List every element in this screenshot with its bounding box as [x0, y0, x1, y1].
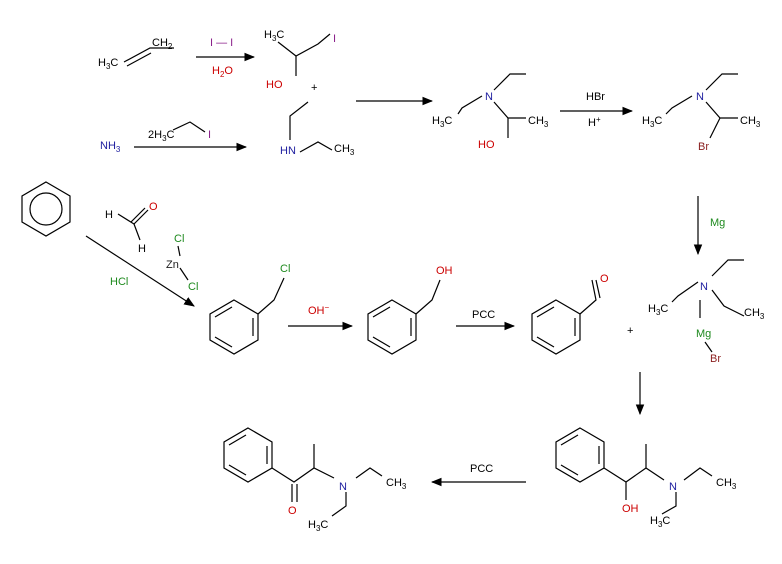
plus-sign: + — [311, 82, 317, 94]
svg-text:CH3: CH3 — [740, 115, 761, 129]
benzaldehyde: O — [531, 273, 609, 355]
formaldehyde: H H O — [105, 201, 158, 255]
svg-text:N: N — [669, 481, 677, 493]
propene: H3C CH2 — [98, 37, 174, 71]
svg-text:CH3: CH3 — [744, 307, 765, 321]
plus-sign-2: + — [627, 325, 633, 337]
svg-text:OH: OH — [436, 265, 453, 277]
diethylamine: HN CH3 — [280, 101, 355, 157]
benzyl-chloride: Cl — [209, 263, 290, 355]
svg-text:Cl: Cl — [280, 263, 290, 275]
svg-text:Cl: Cl — [188, 281, 198, 293]
svg-text:CH3: CH3 — [334, 143, 355, 157]
svg-text:O: O — [600, 273, 609, 285]
svg-text:N: N — [339, 481, 347, 493]
svg-text:CH2: CH2 — [152, 37, 173, 51]
svg-text:CH3: CH3 — [386, 477, 407, 491]
amino-alcohol-product: N CH3 H3C OH — [555, 427, 737, 529]
aminoalcohol: N H3C CH3 HO — [432, 73, 549, 151]
svg-text:HO: HO — [266, 79, 283, 91]
grignard-reagent: N H3C CH3 Mg Br — [648, 259, 765, 365]
ammonia: NH3 — [100, 140, 121, 154]
svg-text:HCl: HCl — [110, 276, 128, 288]
svg-text:Br: Br — [710, 353, 721, 365]
svg-text:Mg: Mg — [710, 217, 725, 229]
svg-text:I: I — [208, 129, 211, 141]
svg-text:HBr: HBr — [586, 91, 605, 103]
benzyl-alcohol: OH — [367, 265, 453, 355]
water-reagent: H2O — [212, 65, 233, 79]
arrow-mg: Mg — [693, 196, 725, 256]
arrow-pcc-2: PCC — [430, 463, 526, 487]
svg-text:OH−: OH− — [308, 303, 330, 317]
svg-text:CH3: CH3 — [528, 115, 549, 129]
svg-text:PCC: PCC — [470, 463, 493, 475]
svg-text:H3C: H3C — [98, 57, 118, 71]
zinc-chloride: Cl Zn Cl — [166, 233, 198, 293]
arrow-propene-to-iodohydrin: I — I H2O — [196, 37, 256, 79]
svg-text:HN: HN — [280, 145, 296, 157]
svg-text:N: N — [700, 281, 708, 293]
svg-text:O: O — [288, 505, 297, 517]
svg-text:N: N — [485, 91, 493, 103]
arrow-pcc-1: PCC — [456, 309, 516, 331]
svg-text:O: O — [149, 201, 158, 213]
svg-text:H3C: H3C — [264, 29, 284, 43]
svg-text:H3C: H3C — [650, 515, 670, 529]
svg-text:H3C: H3C — [308, 519, 328, 533]
iodine-reagent: I — I — [210, 37, 233, 49]
arrow-hbr: HBr H+ — [560, 91, 634, 129]
iodohydrin: H3C I HO — [264, 29, 336, 91]
svg-text:CH3: CH3 — [716, 477, 737, 491]
svg-text:Mg: Mg — [696, 328, 711, 340]
svg-text:N: N — [696, 91, 704, 103]
svg-text:H3C: H3C — [642, 115, 662, 129]
arrow-hydroxide: OH− — [288, 303, 354, 331]
arrow-ammonia-to-diethylamine: 2H3C I — [134, 121, 248, 152]
svg-text:Zn: Zn — [166, 259, 179, 271]
svg-text:Br: Br — [698, 141, 709, 153]
benzene — [21, 181, 71, 237]
svg-text:H3C: H3C — [432, 115, 452, 129]
svg-text:H: H — [105, 209, 113, 221]
svg-text:H3C: H3C — [648, 303, 668, 317]
svg-text:HO: HO — [478, 139, 495, 151]
svg-text:OH: OH — [622, 503, 639, 515]
svg-text:PCC: PCC — [472, 309, 495, 321]
bromoamine: N H3C CH3 Br — [642, 73, 761, 153]
svg-text:Cl: Cl — [174, 233, 184, 245]
svg-text:I: I — [333, 33, 336, 45]
svg-text:2H3C: 2H3C — [148, 129, 175, 143]
ketone-product: N CH3 H3C O — [223, 427, 407, 533]
svg-text:H+: H+ — [588, 115, 601, 129]
arrow-chloromethylation: H Cl — [85, 235, 195, 307]
svg-text:H: H — [138, 243, 146, 255]
